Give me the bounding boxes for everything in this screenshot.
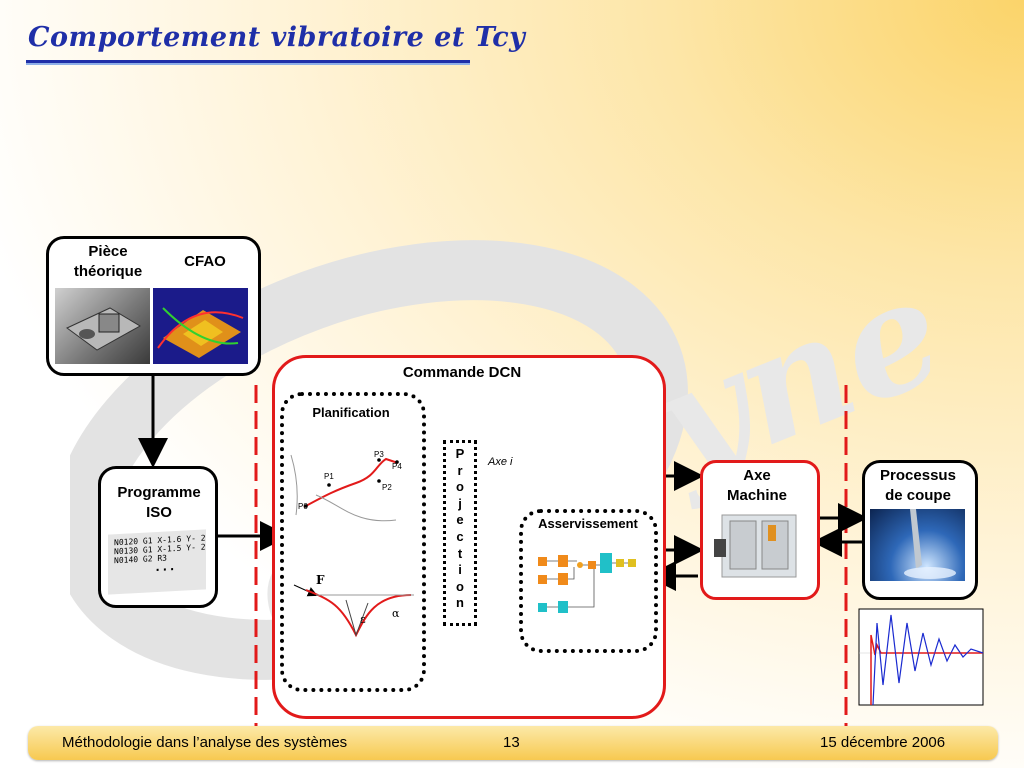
machine-image [714,514,797,578]
symbol-label: ε [360,613,366,626]
cutting-image [870,509,965,581]
page-title: Comportement vibratoire et Tcy [28,22,526,53]
axe-i-label: Axe i [488,456,513,468]
projection-letter: j [458,495,462,511]
trajectory-diagram: P0 P1 P2 P3 P4 F ε α [290,450,414,638]
point-label: P0 [298,502,308,511]
symbol-label: α [392,607,400,620]
point-label: P3 [374,450,384,459]
page-number: 13 [503,734,520,751]
processus-label: Processus de coupe [880,467,956,504]
projection-letter: P [455,446,465,461]
footer-title: Méthodologie dans l’analyse des systèmes [62,734,348,751]
asservissement-box [519,509,658,653]
iso-code-sheet: N0120 G1 X-1.6 Y- 2 N0130 G1 X-1.5 Y- 2 … [108,529,206,595]
point-label: P4 [392,462,402,471]
projection-letter: t [457,545,463,561]
planification-label: Planification [312,405,390,420]
axe-machine-label: Axe Machine [726,467,787,504]
title-underline [26,60,470,63]
projection-letter: n [456,595,464,611]
commande-dcn-title: Commande DCN [402,364,522,381]
vibration-graph [858,608,984,706]
projection-letter: i [458,562,462,578]
asservissement-label: Asservissement [538,516,638,531]
piece-image [55,288,150,364]
footer-date: 15 décembre 2006 [820,734,946,751]
planification-box [280,392,426,692]
projection-letter: o [456,578,464,594]
projection-letter: e [456,512,464,528]
cfao-label: CFAO [184,253,226,270]
point-label: P2 [382,483,392,492]
symbol-label: F [316,573,325,587]
projection-box [443,440,477,626]
point-label: P1 [324,472,334,481]
footer-bar: Méthodologie dans l’analyse des systèmes… [28,726,998,760]
programme-iso-label: Programme ISO [117,484,201,521]
projection-letter: c [456,528,464,544]
projection-letter: o [456,479,464,495]
piece-theorique-label: Pièce théorique [73,243,143,280]
control-block-diagram [538,553,636,613]
title-underline-light [26,63,470,65]
projection-letter: r [457,462,463,478]
cfao-image [153,288,248,364]
